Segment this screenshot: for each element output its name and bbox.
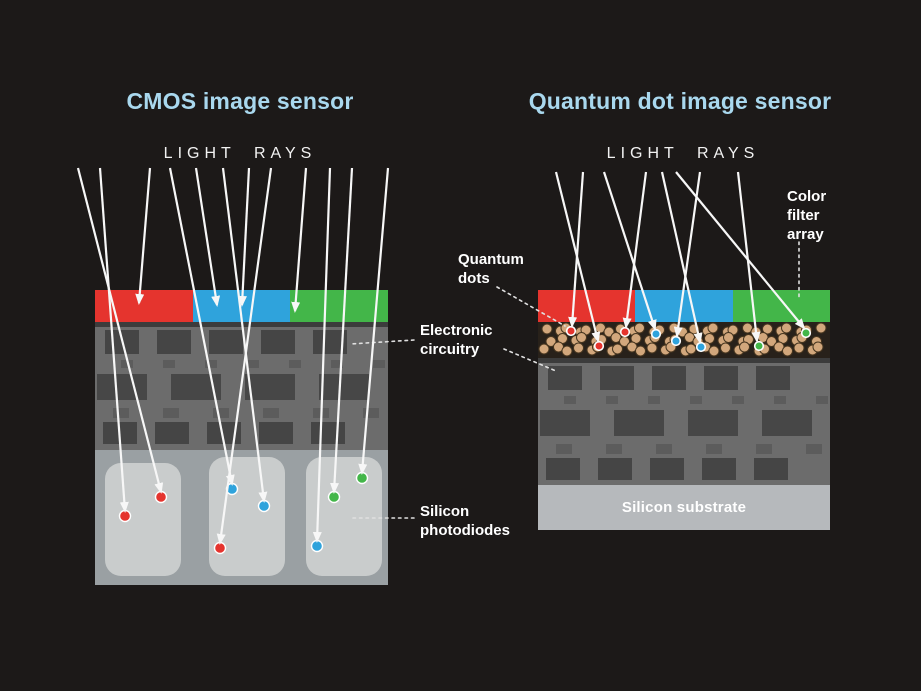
quantum-electronic-circuitry [538,358,830,485]
silicon-substrate-label: Silicon substrate [621,499,747,516]
quantum-dots-label: Quantum dots [458,251,524,287]
cmos-panel-title: CMOS image sensor [126,88,354,114]
quantum-light-rays-label: LIGHT RAYS [606,145,760,162]
quantum-color-filter-array [538,290,830,322]
color-filter-array-label: Color filter array [787,188,827,243]
electronic-circuitry-label: Electronic circuitry [420,322,493,358]
cmos-color-filter-array [95,290,389,322]
red-filter-segment [538,290,636,322]
cmos-electronic-circuitry [95,322,388,450]
blue-filter-segment [635,290,733,322]
red-filter-segment [95,290,193,322]
green-filter-segment [290,290,389,322]
silicon-photodiode-region [95,450,388,585]
quantum-panel-title: Quantum dot image sensor [528,88,832,114]
silicon-photodiodes-label: Silicon photodiodes [420,503,510,539]
photodiode-cell [306,457,382,576]
cmos-sensor-stack [95,290,389,585]
photodiode-cell [105,463,181,576]
quantum-dot-band [538,322,830,358]
green-filter-segment [732,290,830,322]
cmos-light-rays-label: LIGHT RAYS [163,145,317,162]
silicon-substrate-bar: Silicon substrate [538,485,830,530]
blue-filter-segment [192,290,291,322]
quantum-sensor-stack: Silicon substrate [538,290,830,530]
photodiode-cell [209,457,285,576]
